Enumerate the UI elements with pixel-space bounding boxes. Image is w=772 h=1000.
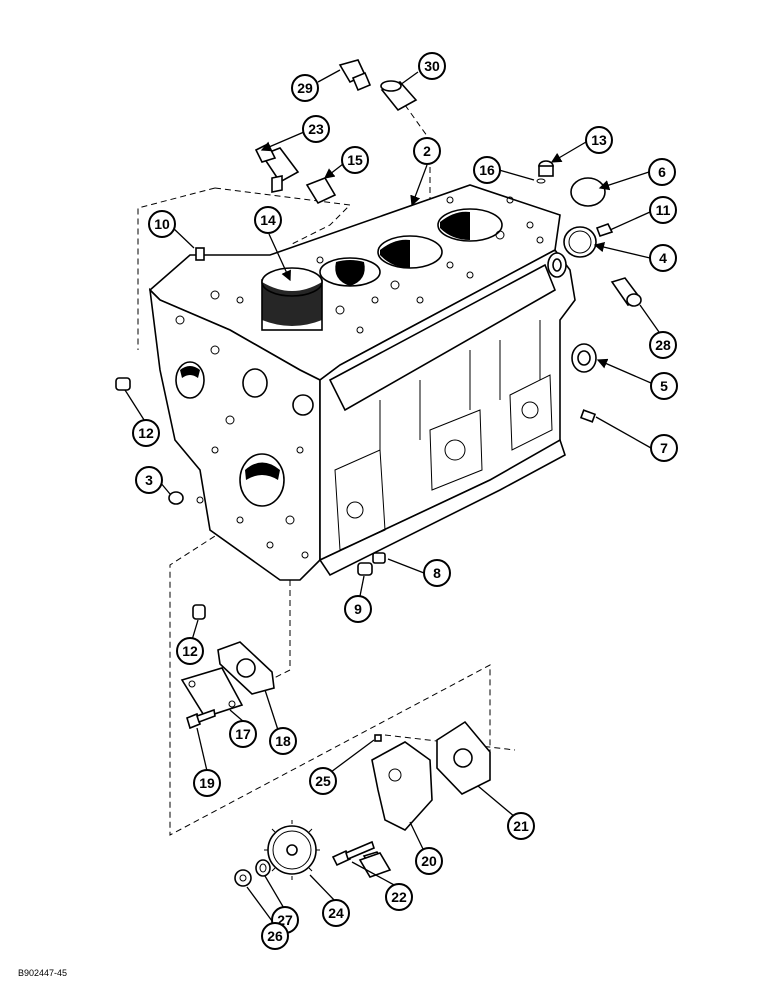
part-19-bolt (186, 708, 216, 730)
part-4-plug (563, 226, 597, 258)
callout-12-lower: 12 (176, 637, 204, 665)
callout-23-label: 23 (308, 121, 324, 137)
part-13-16-fittings (536, 160, 554, 184)
callout-17-label: 17 (235, 726, 251, 742)
callout-11: 11 (649, 196, 677, 224)
callout-21-label: 21 (513, 818, 529, 834)
callout-4: 4 (649, 244, 677, 272)
callout-20-label: 20 (421, 853, 437, 869)
part-9-plug (357, 562, 373, 576)
callout-24-label: 24 (328, 905, 344, 921)
callout-15-label: 15 (347, 152, 363, 168)
callout-16-label: 16 (479, 162, 495, 178)
part-12-plug-lower (192, 604, 206, 620)
part-6-plug (570, 177, 606, 207)
callout-6: 6 (648, 158, 676, 186)
callout-12-upper-label: 12 (138, 425, 154, 441)
callout-28: 28 (649, 331, 677, 359)
part-24-gear (264, 820, 320, 880)
callout-11-label: 11 (656, 202, 671, 218)
part-3-plug (168, 491, 184, 505)
callout-14: 14 (254, 206, 282, 234)
part-10-pin (195, 247, 205, 261)
callout-13: 13 (585, 126, 613, 154)
callout-23: 23 (302, 115, 330, 143)
cylinder-bore-1 (261, 267, 323, 331)
part-15-adapter (305, 177, 337, 205)
callout-2-label: 2 (423, 143, 431, 159)
callout-19: 19 (193, 769, 221, 797)
callout-12-lower-label: 12 (182, 643, 198, 659)
callout-29-label: 29 (297, 80, 313, 96)
callout-6-label: 6 (658, 164, 666, 180)
callout-21: 21 (507, 812, 535, 840)
callout-24: 24 (322, 899, 350, 927)
callout-14-label: 14 (260, 212, 276, 228)
callout-7: 7 (650, 434, 678, 462)
callout-30: 30 (418, 52, 446, 80)
callout-18-label: 18 (275, 733, 291, 749)
callout-7-label: 7 (660, 440, 668, 456)
callout-4-label: 4 (659, 250, 667, 266)
part-29-fitting (338, 59, 372, 92)
part-7-plug (579, 409, 597, 423)
callout-8-label: 8 (433, 565, 441, 581)
front-face-holes (175, 315, 314, 559)
part-8-plug (372, 552, 386, 564)
cylinder-bore-4 (437, 208, 503, 242)
part-22-bolt (331, 840, 375, 867)
part-11-pin (595, 223, 614, 238)
callout-18: 18 (269, 727, 297, 755)
part-28-sender (610, 277, 642, 307)
callout-3-label: 3 (145, 472, 153, 488)
callout-3: 3 (135, 466, 163, 494)
callout-15: 15 (341, 146, 369, 174)
part-12-plug-upper (115, 377, 131, 391)
callout-8: 8 (423, 559, 451, 587)
part-5-seal (571, 343, 597, 373)
cylinder-block (148, 184, 576, 581)
callout-29: 29 (291, 74, 319, 102)
callout-22: 22 (385, 883, 413, 911)
callout-13-label: 13 (591, 132, 607, 148)
part-18-gasket (217, 641, 275, 695)
part-21-gasket (436, 720, 491, 795)
callout-10-label: 10 (154, 216, 170, 232)
part-25-key (374, 734, 382, 742)
callout-16: 16 (473, 156, 501, 184)
callout-26-label: 26 (267, 928, 283, 944)
callout-5: 5 (650, 372, 678, 400)
part-17-plate (180, 667, 244, 718)
callout-9-label: 9 (354, 601, 362, 617)
drawing-id-label: B902447-45 (18, 968, 68, 978)
callout-25-label: 25 (315, 773, 331, 789)
callout-12-upper: 12 (132, 419, 160, 447)
cylinder-bore-3 (377, 235, 443, 269)
part-30-plug (380, 80, 418, 112)
part-27-washer (255, 859, 271, 877)
callout-30-label: 30 (424, 58, 440, 74)
callout-2: 2 (413, 137, 441, 165)
callout-17: 17 (229, 720, 257, 748)
part-23-drain-cock (254, 142, 300, 193)
callout-10: 10 (148, 210, 176, 238)
callout-28-label: 28 (655, 337, 671, 353)
callout-19-label: 19 (199, 775, 215, 791)
callout-25: 25 (309, 767, 337, 795)
callout-5-label: 5 (660, 378, 668, 394)
callout-20: 20 (415, 847, 443, 875)
callout-26: 26 (261, 922, 289, 950)
part-26-nut (234, 869, 252, 887)
leader-lines (124, 69, 660, 926)
cylinder-bore-2 (319, 257, 381, 287)
callout-9: 9 (344, 595, 372, 623)
callout-22-label: 22 (391, 889, 407, 905)
